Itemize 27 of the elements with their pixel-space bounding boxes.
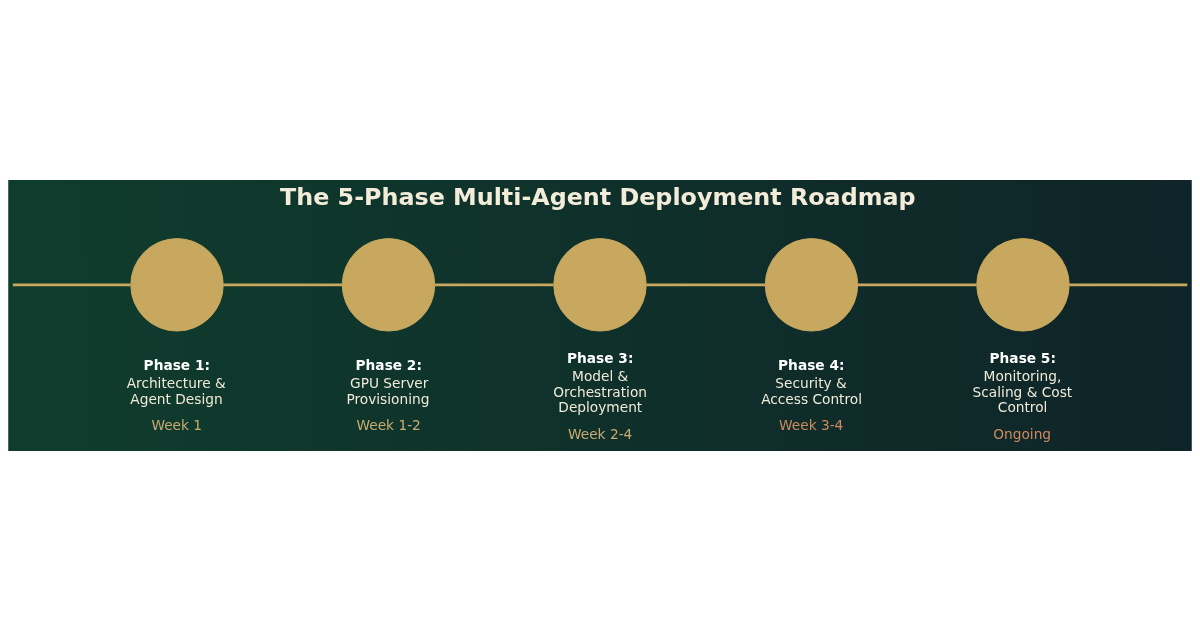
node-circle	[130, 237, 224, 331]
node-label: Security & Access Control	[761, 374, 863, 407]
node-label: Monitoring, Scaling & Cost Control	[972, 367, 1073, 415]
node-label: Ongoing	[993, 425, 1052, 442]
node-circle	[341, 237, 436, 331]
node-label: Model & Orchestration Deployment	[553, 367, 647, 415]
node-circle	[553, 237, 647, 331]
node-label: Week 3-4	[778, 416, 844, 433]
node-label: Week 1-2	[356, 416, 421, 433]
node-label: Phase 3:	[567, 349, 634, 366]
node-circle	[976, 237, 1070, 331]
connector	[223, 282, 343, 286]
node-label: Phase 4:	[778, 356, 845, 373]
diagram-title: The 5-Phase Multi-Agent Deployment Roadmap	[280, 182, 916, 211]
node-label: GPU Server Provisioning	[346, 374, 430, 407]
node-label: Week 2-4	[567, 425, 633, 442]
node-label: Architecture & Agent Design	[126, 374, 226, 407]
node-label: Phase 2:	[355, 356, 422, 373]
node-label: Week 1	[151, 416, 203, 433]
connector	[12, 282, 131, 286]
node-label: Phase 5:	[989, 349, 1056, 366]
connector	[857, 282, 977, 286]
connector	[1069, 282, 1188, 286]
node-label: Phase 1:	[143, 356, 210, 373]
node-circle	[764, 237, 859, 331]
connector	[434, 282, 554, 286]
connector	[646, 282, 765, 286]
